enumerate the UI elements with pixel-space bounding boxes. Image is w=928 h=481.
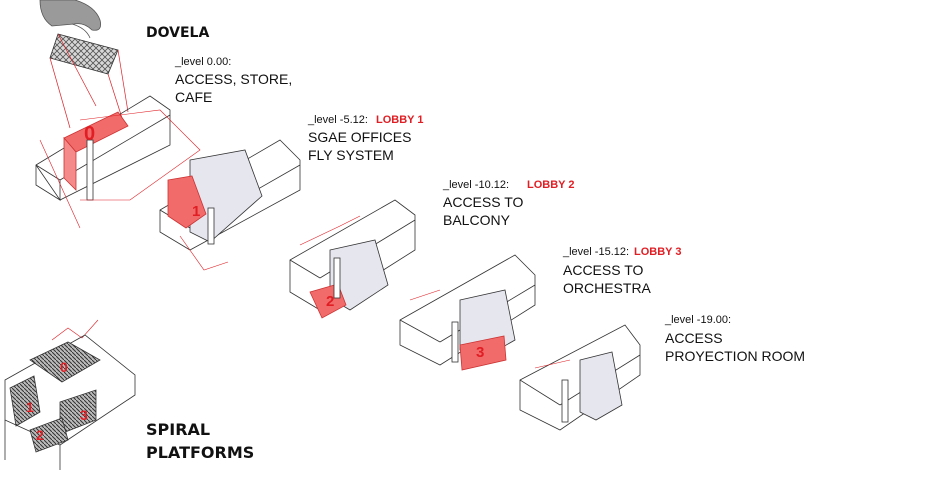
level-4-line2: PROYECTION ROOM — [665, 348, 806, 364]
level-2-lobby: LOBBY 2 — [527, 179, 575, 191]
level-0-elevation: _level 0.00: — [175, 56, 232, 68]
level-1-line2: FLY SYSTEM — [308, 147, 394, 163]
spiral-markers: 0 1 2 3 — [26, 359, 88, 443]
level-1-marker: 1 — [192, 203, 200, 220]
spiral-title-line2: PLATFORMS — [146, 443, 255, 462]
level-2-marker: 2 — [326, 293, 334, 310]
level-1-line1: SGAE OFFICES — [308, 129, 412, 145]
level-4-volume — [519, 324, 641, 431]
level-3-line1: ACCESS TO — [563, 262, 644, 278]
dovela-piece — [49, 33, 119, 75]
level-0-line2: CAFE — [175, 89, 213, 105]
level-2-volume — [289, 199, 416, 319]
spiral-title-line1: SPIRAL — [146, 420, 211, 439]
level-0-marker: 0 — [84, 123, 95, 145]
level-2-line1: ACCESS TO — [443, 194, 524, 210]
level-3-line2: ORCHESTRA — [563, 280, 651, 296]
hand-illustration — [39, 0, 102, 39]
spiral-marker-1: 1 — [26, 399, 34, 415]
level-3-volume — [399, 254, 536, 371]
level-0-volume — [35, 95, 201, 229]
level-3-elevation: _level -15.12: — [563, 246, 630, 258]
level-1-volume — [159, 139, 301, 271]
level-4-elevation: _level -19.00: — [665, 314, 732, 326]
level-1-elevation: _level -5.12: — [308, 114, 368, 126]
dovela-title: DOVELA — [146, 25, 210, 41]
spiral-marker-2: 2 — [36, 427, 44, 443]
level-3-lobby: LOBBY 3 — [634, 246, 682, 258]
level-3-marker: 3 — [476, 344, 484, 361]
projection-lines — [49, 33, 129, 129]
level-2-line2: BALCONY — [443, 212, 510, 228]
spiral-marker-0: 0 — [60, 359, 68, 375]
level-4-line1: ACCESS — [665, 330, 723, 346]
spiral-platforms-stack — [4, 319, 136, 470]
spiral-marker-3: 3 — [80, 407, 88, 423]
level-2-elevation: _level -10.12: — [443, 179, 510, 191]
level-0-line1: ACCESS, STORE, — [175, 71, 293, 87]
level-1-lobby: LOBBY 1 — [376, 114, 424, 126]
